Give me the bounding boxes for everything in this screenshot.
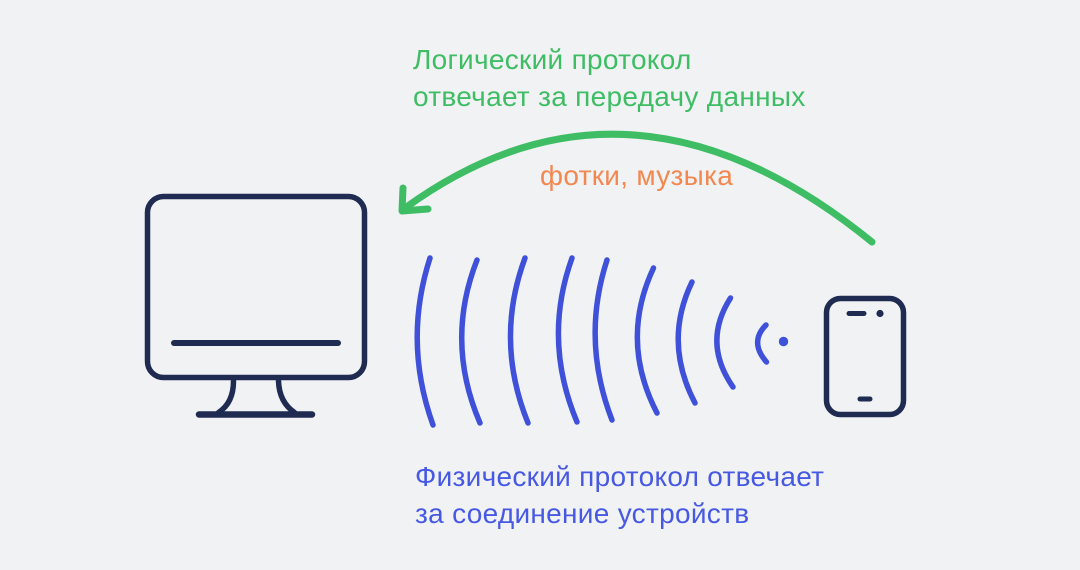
wifi-arc bbox=[414, 255, 436, 428]
wifi-arc bbox=[555, 255, 580, 425]
wifi-source-dot bbox=[778, 336, 789, 347]
phone-camera-dot bbox=[876, 309, 884, 318]
transfer-arrow-head bbox=[398, 184, 432, 215]
wifi-arc bbox=[459, 257, 483, 426]
wifi-arc bbox=[714, 295, 736, 390]
monitor-stand-right bbox=[275, 378, 298, 416]
payload-label: фотки, музыка bbox=[540, 160, 734, 191]
physical-protocol-label: Физический протокол отвечает за соединен… bbox=[415, 458, 824, 532]
physical-protocol-line1: Физический протокол отвечает bbox=[415, 461, 825, 492]
wifi-waves-icon bbox=[414, 255, 789, 428]
smartphone-icon bbox=[823, 295, 907, 418]
wifi-arc bbox=[634, 265, 660, 416]
phone-body bbox=[823, 295, 907, 418]
transfer-arrow-icon bbox=[398, 130, 876, 246]
logical-protocol-line1: Логический протокол bbox=[413, 44, 692, 75]
transfer-arrow-curve bbox=[401, 130, 876, 246]
physical-protocol-line2: за соединение устройств bbox=[415, 498, 750, 529]
wifi-arc bbox=[754, 322, 770, 365]
wifi-arc bbox=[507, 255, 531, 426]
wifi-arc bbox=[675, 279, 698, 406]
wifi-arc bbox=[592, 257, 615, 423]
monitor-screen bbox=[144, 193, 368, 381]
logical-protocol-label: Логический протокол отвечает за передачу… bbox=[413, 41, 806, 115]
logical-protocol-line2: отвечает за передачу данных bbox=[413, 81, 806, 112]
monitor-stand-left bbox=[215, 378, 237, 416]
desktop-computer-icon bbox=[144, 193, 368, 418]
